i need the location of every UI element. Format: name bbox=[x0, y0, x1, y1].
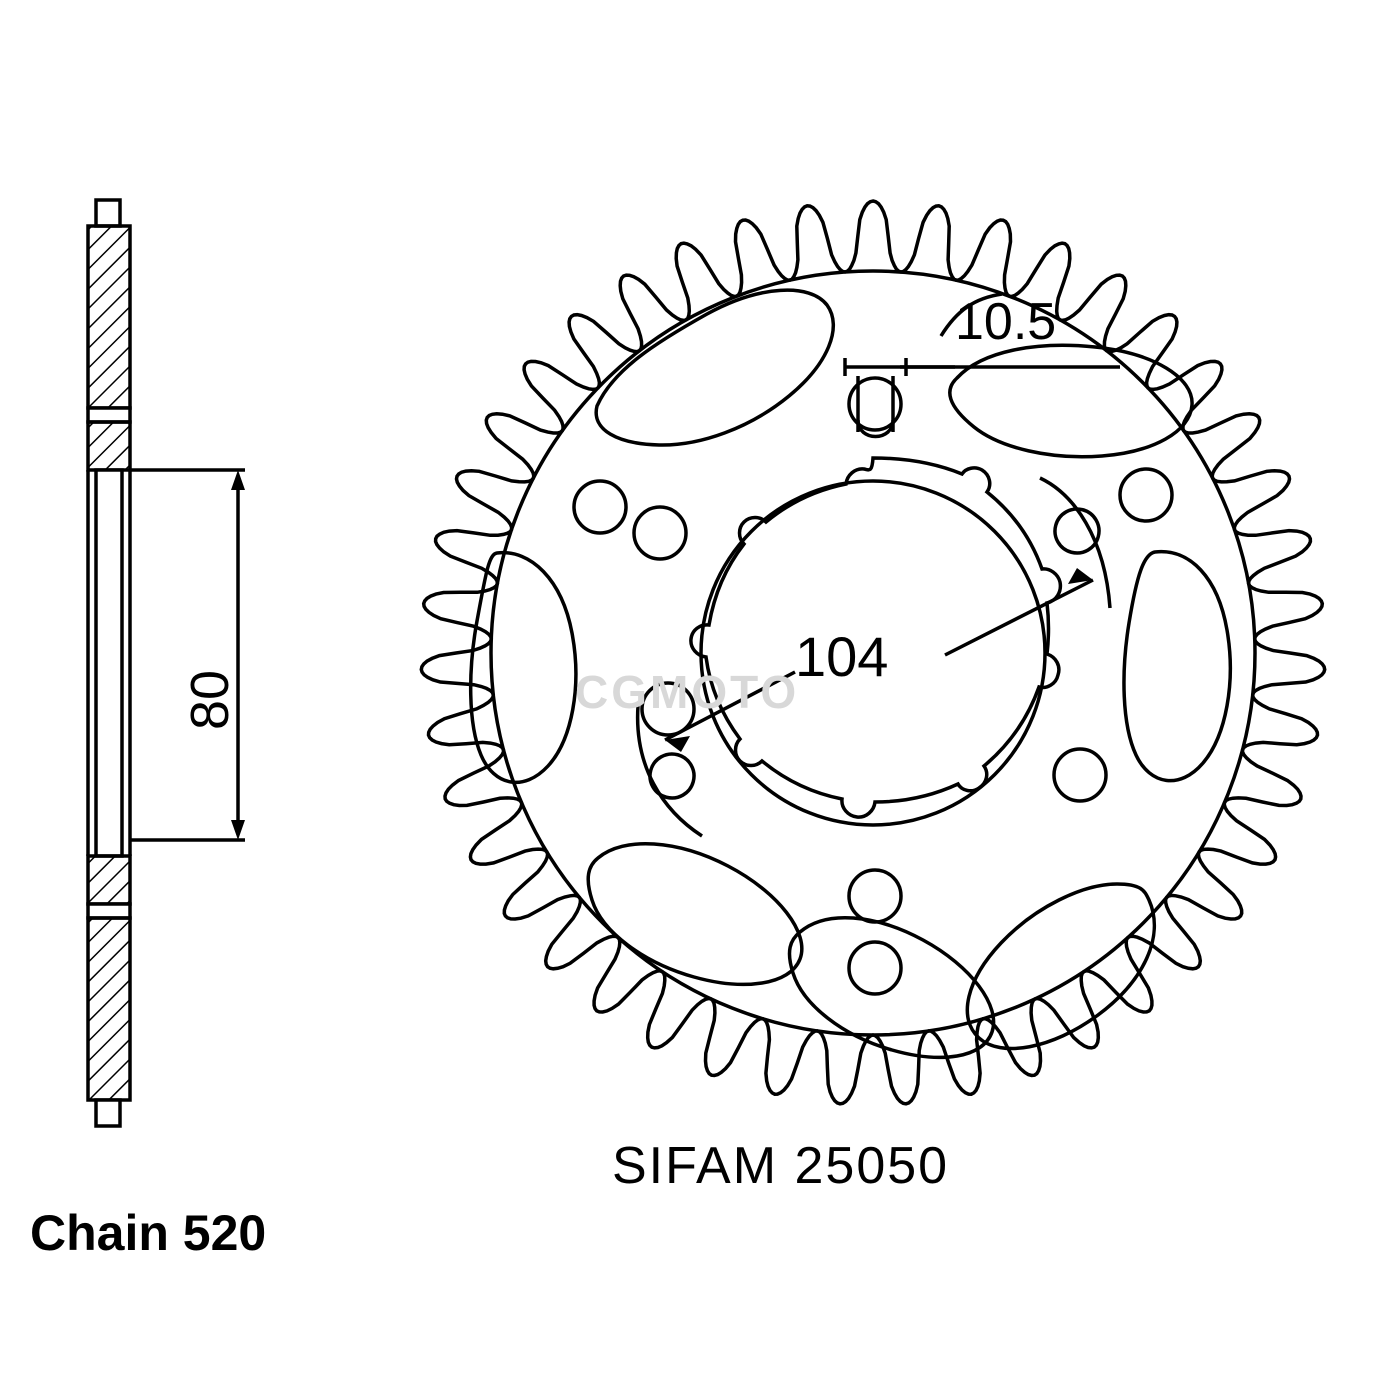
cutout-4 bbox=[965, 882, 1157, 1051]
side-view-rim-bottom bbox=[86, 916, 132, 1102]
chain-size-label: Chain 520 bbox=[30, 1205, 267, 1261]
side-profile-view bbox=[86, 198, 132, 1128]
centre-bore bbox=[689, 456, 1063, 827]
dimension-label-80: 80 bbox=[180, 669, 240, 731]
bolt-holes bbox=[572, 376, 1174, 996]
cutout-2 bbox=[948, 343, 1194, 459]
bolt-hole bbox=[847, 940, 903, 996]
bolt-hole bbox=[847, 868, 903, 924]
cutout-5 bbox=[787, 916, 996, 1060]
side-view-tooth-tip-bottom bbox=[94, 1098, 122, 1128]
side-view-tooth-tip-top bbox=[94, 198, 122, 228]
lightening-cutouts bbox=[468, 288, 1233, 1060]
watermark-cgmoto: CGMOTO bbox=[575, 666, 800, 718]
face-view bbox=[419, 199, 1327, 1106]
bolt-hole bbox=[640, 681, 696, 737]
indicated-bolt-holes bbox=[635, 476, 1112, 838]
dimension-label-104: 104 bbox=[795, 625, 889, 688]
bolt-hole bbox=[1052, 747, 1108, 803]
bolt-hole bbox=[632, 505, 688, 561]
indicated-hole-upper-right bbox=[1053, 507, 1101, 555]
bolt-hole bbox=[1118, 467, 1174, 523]
dimension-label-10-5: 10.5 bbox=[955, 293, 1057, 351]
dimension-10-5-leader bbox=[843, 292, 1120, 439]
indicated-hole-lower-left bbox=[648, 752, 696, 800]
side-view-step-upper bbox=[86, 406, 132, 472]
side-view-rim-top bbox=[86, 224, 132, 410]
side-view-hub-edges bbox=[86, 470, 132, 856]
part-number-label: SIFAM 25050 bbox=[612, 1137, 950, 1195]
bolt-hole bbox=[572, 479, 628, 535]
cutout-3 bbox=[1122, 549, 1233, 783]
side-view-web bbox=[94, 468, 124, 858]
cutout-7 bbox=[468, 550, 578, 785]
tooth-root-circle bbox=[489, 269, 1257, 1037]
cutout-6 bbox=[586, 842, 804, 987]
bolt-hole bbox=[847, 376, 903, 432]
dimension-104-leader bbox=[664, 568, 1094, 752]
cutout-1 bbox=[594, 288, 836, 447]
side-view-step-lower bbox=[86, 854, 132, 920]
dimension-80 bbox=[130, 468, 245, 842]
